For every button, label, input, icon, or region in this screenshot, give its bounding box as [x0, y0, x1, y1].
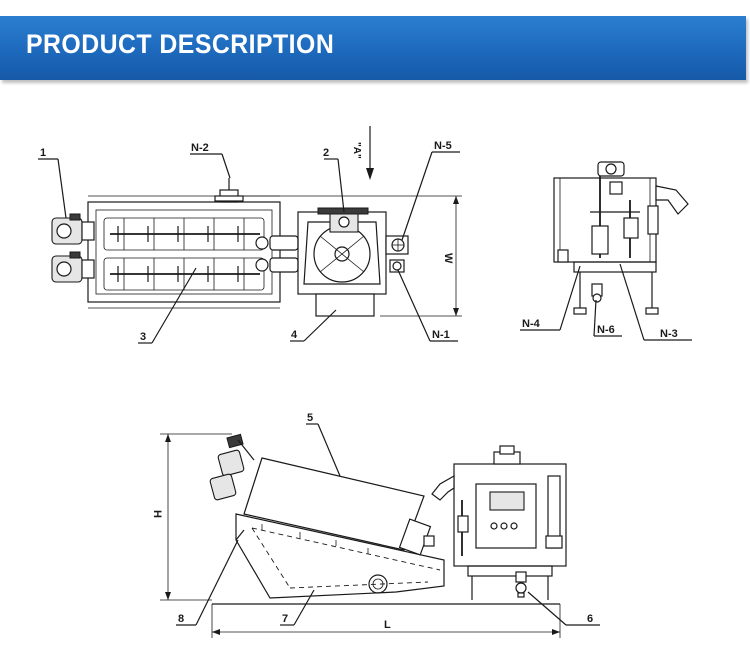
callout-3: 3 [140, 331, 146, 343]
page-title: PRODUCT DESCRIPTION [26, 29, 335, 59]
callout-n-2: N-2 [191, 142, 209, 154]
dimension-w-label: W [442, 253, 454, 264]
dimension-l-label: L [384, 619, 391, 631]
callout-8: 8 [178, 613, 184, 625]
callout-5: 5 [307, 412, 313, 424]
callout-1: 1 [40, 147, 46, 159]
callout-4: 4 [291, 329, 298, 341]
view-a-label: "A" [351, 142, 362, 159]
callout-n-3: N-3 [660, 328, 678, 340]
dimension-h-label: H [151, 510, 163, 518]
callout-7: 7 [282, 613, 288, 625]
callout-n-5: N-5 [434, 140, 452, 152]
front-view: H [151, 433, 567, 638]
callout-n-6: N-6 [597, 324, 615, 336]
side-view-a [553, 161, 689, 315]
callout-6: 6 [587, 613, 593, 625]
callout-n-1: N-1 [432, 329, 450, 341]
callout-2: 2 [323, 147, 329, 159]
header-banner: PRODUCT DESCRIPTION [0, 16, 746, 80]
top-view: W "A" [51, 126, 462, 317]
callout-n-4: N-4 [522, 318, 541, 330]
leader-lines [38, 151, 692, 626]
